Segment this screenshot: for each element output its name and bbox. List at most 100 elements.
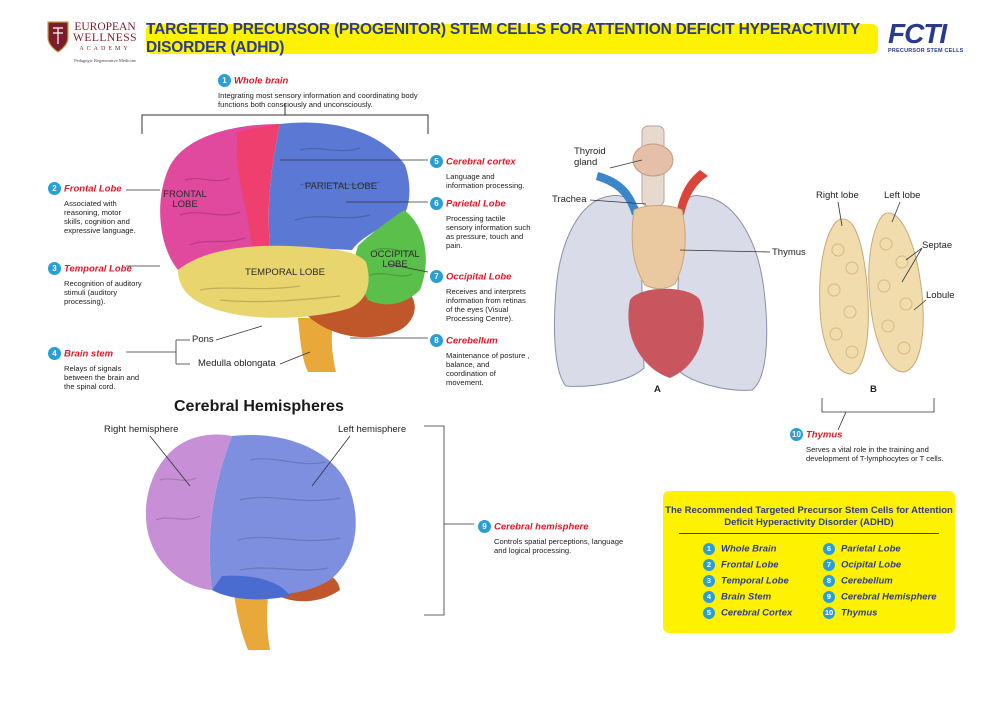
european-wellness-name: EUROPEAN WELLNESS ACADEMY Pedagogic Rege… (68, 21, 142, 66)
item-label: Brain Stem (721, 591, 772, 603)
hemispheres-heading: Cerebral Hemispheres (174, 398, 344, 415)
lateral-brain-leader-lines (126, 159, 429, 365)
heart (628, 288, 704, 378)
hemispheres-brain (145, 434, 356, 650)
callout-number: 2 (48, 182, 61, 196)
list-item: 4 Brain Stem (703, 591, 771, 603)
lobule-label: Lobule (926, 290, 955, 301)
figure-a-leader-lines (589, 159, 771, 253)
callout-number: 8 (430, 334, 443, 348)
item-number: 9 (823, 591, 835, 603)
parietal-lobe-label: PARIETAL LOBE (304, 181, 378, 192)
item-label: Cerebral Hemisphere (841, 591, 937, 603)
whole-brain-bracket (141, 103, 429, 134)
list-item: 9 Cerebral Hemisphere (823, 591, 937, 603)
title-banner: TARGETED PRECURSOR (PROGENITOR) STEM CEL… (146, 21, 878, 56)
right-vessel (676, 170, 708, 215)
item-label: Thymus (841, 607, 878, 619)
recommended-divider (679, 533, 939, 534)
precentral-gyrus (236, 124, 280, 248)
logo-line3: ACADEMY (79, 46, 131, 52)
occipital-lobe-label: OCCIPITAL LOBE (370, 249, 420, 270)
thymus-figure-b (819, 212, 924, 375)
figure-a-label: A (654, 384, 661, 395)
page-title: TARGETED PRECURSOR (PROGENITOR) STEM CEL… (146, 21, 860, 56)
left-hemisphere (209, 434, 356, 596)
item-number: 3 (703, 575, 715, 587)
item-number: 4 (703, 591, 715, 603)
hemispheres-leader-lines (149, 425, 474, 616)
logo-line2: WELLNESS (72, 32, 138, 44)
temporal-lobe-label: TEMPORAL LOBE (245, 267, 325, 278)
occipital-lobe (355, 210, 426, 305)
medulla-label: Medulla oblongata (198, 358, 276, 369)
shield-icon (47, 21, 69, 53)
item-label: Whole Brain (721, 543, 777, 555)
callout-description: Relays of signals between the brain and … (64, 364, 140, 391)
figure-b-leader-lines (821, 201, 935, 431)
callout-description: Language and information processing. (446, 172, 525, 190)
fcti-logo: FCTI PRECURSOR STEM CELLS (888, 18, 968, 55)
callout-title: Cerebral cortex (446, 156, 516, 168)
figure-b-label: B (870, 384, 877, 395)
callout-number: 3 (48, 262, 61, 276)
logo-line4: Pedagogic Regenerative Medicine (74, 58, 136, 63)
list-item: 10 Thymus (823, 607, 877, 619)
callout-description: Controls spatial perceptions, language a… (494, 537, 624, 555)
parietal-lobe (268, 122, 410, 250)
callout-number: 7 (430, 270, 443, 284)
item-label: Frontal Lobe (721, 559, 779, 571)
item-number: 10 (823, 607, 835, 619)
callout-number: 5 (430, 155, 443, 169)
list-item: 5 Cerebral Cortex (703, 607, 792, 619)
recommended-title: The Recommended Targeted Precursor Stem … (665, 505, 953, 528)
callout-description: Recognition of auditory stimuli (auditor… (64, 279, 142, 306)
hemi-brain-base (212, 575, 290, 600)
callout-title: Parietal Lobe (446, 198, 506, 210)
fcti-brand: FCTI (888, 18, 947, 49)
item-number: 5 (703, 607, 715, 619)
european-wellness-logo (46, 20, 70, 54)
callout-title: Temporal Lobe (64, 263, 132, 275)
list-item: 2 Frontal Lobe (703, 559, 779, 571)
callout-number: 6 (430, 197, 443, 211)
recommended-box: The Recommended Targeted Precursor Stem … (663, 491, 955, 633)
item-label: Parietal Lobe (841, 543, 901, 555)
left-hemisphere-label: Left hemisphere (338, 424, 407, 435)
callout-description: Associated with reasoning, motor skills,… (64, 199, 136, 235)
item-number: 8 (823, 575, 835, 587)
thymus-label: Thymus (772, 247, 806, 258)
temporal-lobe (178, 245, 369, 318)
left-vessel (596, 172, 640, 215)
pons-label: Pons (192, 334, 214, 345)
thymus-gland-a (631, 205, 686, 290)
thymus-figure-a (553, 125, 768, 391)
callout-number: 4 (48, 347, 61, 361)
callout-title: Cerebral hemisphere (494, 521, 589, 533)
right-thymus-lobe (819, 218, 869, 375)
callout-title: Frontal Lobe (64, 183, 122, 195)
callout-description: Receives and interprets information from… (446, 287, 526, 323)
callout-number: 10 (790, 428, 803, 442)
item-label: Cerebral Cortex (721, 607, 793, 619)
lateral-brain (160, 122, 426, 372)
item-number: 2 (703, 559, 715, 571)
callout-title: Brain stem (64, 348, 114, 360)
callout-description: Integrating most sensory information and… (218, 91, 418, 109)
brain-stem (298, 318, 336, 372)
left-lobe-label: Left lobe (884, 190, 921, 201)
left-thymus-lobe (868, 212, 924, 373)
callout-description: Processing tactile sensory information s… (446, 214, 531, 250)
item-number: 7 (823, 559, 835, 571)
callout-number: 1 (218, 74, 231, 88)
